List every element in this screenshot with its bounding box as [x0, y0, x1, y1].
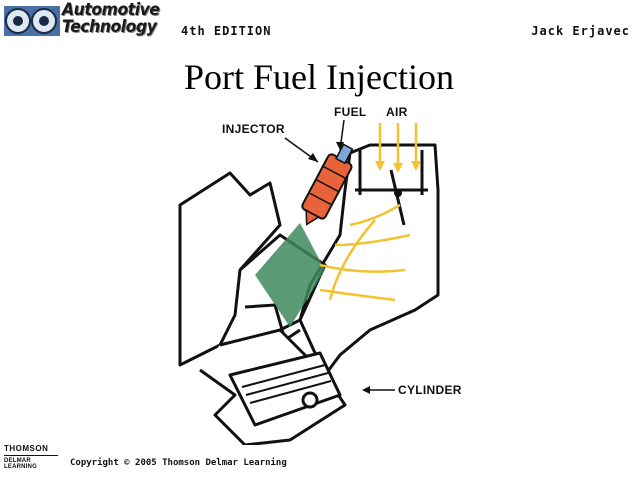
brand-line1: THOMSON: [4, 444, 49, 453]
fuel-label: FUEL: [334, 105, 367, 119]
piston: [228, 351, 342, 427]
brand-line2: DELMAR LEARNING: [4, 458, 37, 470]
cylinder-head: [178, 171, 282, 367]
logo-wordmark: Automotive Technology: [62, 2, 160, 36]
cylinder-label: CYLINDER: [398, 383, 462, 397]
throttle-body: [355, 150, 428, 195]
slide-title: Port Fuel Injection: [184, 57, 454, 97]
intake-valve: [244, 303, 301, 342]
fuel-spray: [255, 223, 325, 327]
brand-divider: [4, 455, 58, 456]
logo-line2: Technology: [62, 17, 157, 37]
slide-header: Automotive Technology 4th EDITION Jack E…: [0, 0, 638, 44]
air-label: AIR: [386, 105, 408, 119]
publisher-brand: THOMSON DELMAR LEARNING: [4, 444, 64, 470]
wrist-pin: [301, 391, 319, 409]
author-name: Jack Erjavec: [531, 24, 630, 38]
edition-label: 4th EDITION: [181, 24, 272, 38]
copyright-text: Copyright © 2005 Thomson Delmar Learning: [70, 458, 287, 468]
injector-label: INJECTOR: [222, 122, 285, 136]
airflow-arrows: [319, 123, 421, 302]
fuel-injector: [301, 143, 354, 226]
logo-line1: Automotive: [62, 0, 160, 20]
port-injection-diagram: [178, 123, 440, 445]
throttle-plate: [389, 169, 406, 226]
wheel-logo-icon: [4, 6, 60, 36]
